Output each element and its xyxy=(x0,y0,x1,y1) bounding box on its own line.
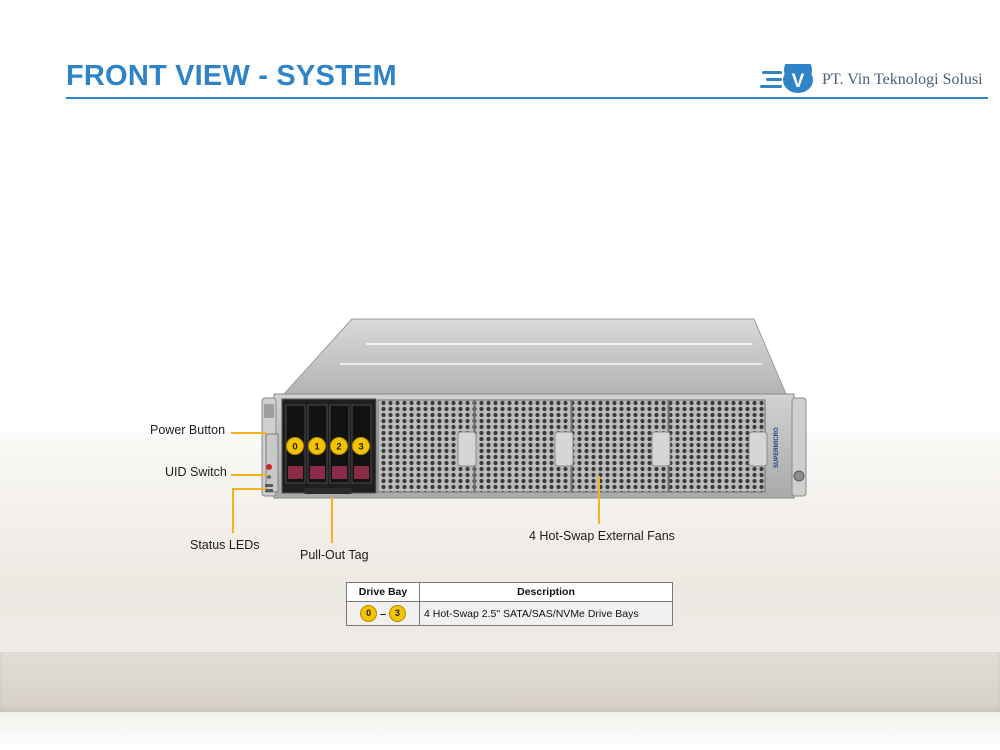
column-header-description: Description xyxy=(419,582,673,602)
status-leds-leader-horizontal xyxy=(232,488,266,490)
description-cell: 4 Hot-Swap 2.5" SATA/SAS/NVMe Drive Bays xyxy=(419,601,673,626)
power-button-leader xyxy=(231,432,267,434)
backdrop-floor xyxy=(0,712,1000,750)
svg-text:0: 0 xyxy=(292,442,297,453)
logo-letter: V xyxy=(792,71,805,92)
status-leds-leader-vertical xyxy=(232,489,234,533)
badge-to: 3 xyxy=(388,605,406,622)
callout-status-leds: Status LEDs xyxy=(190,538,260,552)
badge-from: 0 xyxy=(360,605,378,622)
drive-bay-table: Drive Bay Description 0–3 4 Hot-Swap 2.5… xyxy=(346,582,673,626)
fans-leader xyxy=(598,476,600,524)
callout-pull-out-tag: Pull-Out Tag xyxy=(300,548,369,562)
company-name: PT. Vin Teknologi Solusi xyxy=(822,71,983,88)
column-header-drive-bay: Drive Bay xyxy=(346,582,420,602)
svg-text:2: 2 xyxy=(336,442,341,453)
company-logo-icon: V xyxy=(760,64,813,93)
callout-fans: 4 Hot-Swap External Fans xyxy=(529,529,675,543)
callout-uid-switch: UID Switch xyxy=(165,465,227,479)
title-underline xyxy=(66,97,988,99)
callout-power-button: Power Button xyxy=(150,423,226,437)
range-dash: – xyxy=(380,607,386,620)
drive-bay-badge-0: 0 xyxy=(286,437,304,455)
drive-bay-badge-3: 3 xyxy=(352,437,370,455)
pull-out-tag-leader xyxy=(331,497,333,543)
svg-text:3: 3 xyxy=(358,442,363,453)
server-chassis: SUPERMICRO 0 1 2 3 xyxy=(261,318,807,499)
uid-switch-leader xyxy=(231,474,267,476)
svg-text:1: 1 xyxy=(314,442,320,453)
drive-bay-range-cell: 0–3 xyxy=(346,601,420,626)
drive-bay-badge-2: 2 xyxy=(330,437,348,455)
page-title: FRONT VIEW - SYSTEM xyxy=(66,60,397,92)
drive-bay-badge-1: 1 xyxy=(308,437,326,455)
backdrop-shelf xyxy=(0,652,1000,712)
chassis-brand-label: SUPERMICRO xyxy=(774,427,780,468)
table-row: 0–3 4 Hot-Swap 2.5" SATA/SAS/NVMe Drive … xyxy=(346,601,673,626)
table-header-row: Drive Bay Description xyxy=(346,582,673,602)
